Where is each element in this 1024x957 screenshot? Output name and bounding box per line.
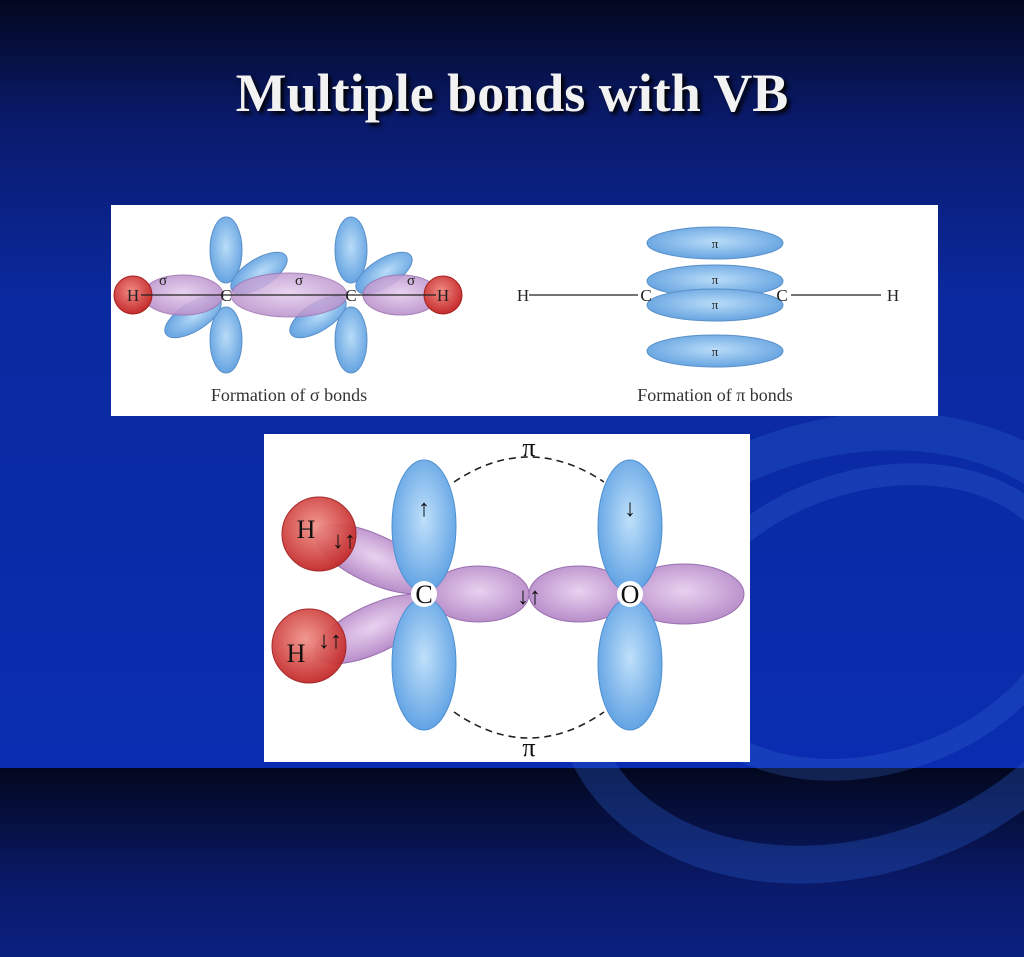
sigma-label-3: σ [407, 273, 415, 289]
oxygen-center [617, 581, 643, 607]
pi-lobe-1 [646, 226, 784, 260]
pi-caption: Formation of π bonds [637, 385, 793, 405]
bond-formation-panel: H C C H σ σ σ Formation of σ bonds H C C… [111, 205, 938, 416]
sigma-atom-c1: C [220, 286, 231, 305]
h-top-electron-pair: ↓↑ [332, 528, 356, 554]
sigma-label-1: σ [159, 273, 167, 289]
bond-formation-figure: H C C H σ σ σ Formation of σ bonds H C C… [113, 216, 899, 405]
slide-title: Multiple bonds with VB [235, 63, 789, 123]
pi-atom-h1: H [517, 286, 529, 305]
sigma-atom-h1: H [127, 286, 139, 305]
sigma-caption: Formation of σ bonds [211, 385, 367, 405]
oxygen-p-orbital-bottom [597, 597, 663, 731]
pi-label-1: π [712, 236, 719, 251]
pi-label-top: π [522, 434, 535, 462]
hydrogen-top [281, 496, 357, 572]
pi-atom-c1: C [640, 286, 651, 305]
sigma-label-2: σ [295, 273, 303, 289]
hydrogen-bottom [271, 608, 347, 684]
hydrogen-bottom-label: H [287, 639, 306, 668]
carbon-p-electron: ↑ [418, 496, 430, 522]
oxygen-p-orbital-top [597, 459, 663, 593]
sigma-atom-c2: C [345, 286, 356, 305]
pi-label-bottom: π [522, 733, 535, 762]
carbon-center [411, 581, 437, 607]
carbon-p-orbital-bottom [391, 597, 457, 731]
c-o-electron-pair: ↓↑ [517, 584, 541, 610]
pi-lobe-3 [646, 288, 784, 322]
pi-label-2: π [712, 272, 719, 287]
pi-label-3: π [712, 297, 719, 312]
carbon-p-orbital-top [391, 459, 457, 593]
hydrogen-top-label: H [297, 515, 316, 544]
h-bottom-electron-pair: ↓↑ [318, 628, 342, 654]
pi-atom-c2: C [776, 286, 787, 305]
oxygen-label: O [621, 580, 640, 609]
oxygen-p-electron: ↓ [624, 496, 636, 522]
carbon-label: C [415, 580, 432, 609]
carbonyl-bonding-panel: π π H H C O ↓↑ ↓↑ ↓↑ ↑ ↓ [264, 433, 750, 762]
pi-lobe-4 [646, 334, 784, 368]
pi-atom-h2: H [887, 286, 899, 305]
sigma-bond-diagram: H C C H σ σ σ Formation of σ bonds [113, 216, 463, 405]
pi-bond-diagram: H C C H π π π π Formation of π bonds [517, 226, 899, 405]
carbonyl-bonding-figure: π π H H C O ↓↑ ↓↑ ↓↑ ↑ ↓ [271, 433, 745, 762]
pi-label-4: π [712, 344, 719, 359]
sigma-atom-h2: H [437, 286, 449, 305]
